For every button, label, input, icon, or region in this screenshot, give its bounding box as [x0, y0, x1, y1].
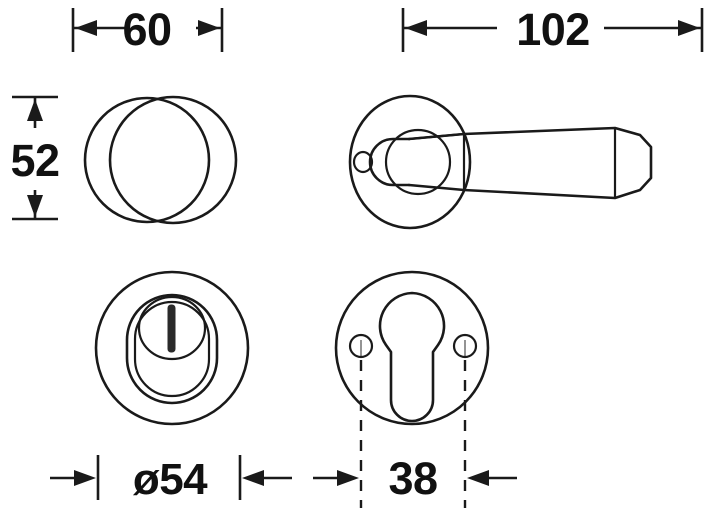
dim-60-label: 60 — [122, 4, 171, 55]
euro-cylinder-escutcheon-face-view — [334, 270, 490, 508]
lever-body-outline — [407, 126, 653, 200]
knob-rear-rose-circle — [108, 95, 238, 225]
knob-front-circle — [83, 96, 211, 224]
knob-side-view — [83, 95, 238, 225]
dim-52-arrow-bottom-icon — [27, 195, 43, 217]
escutcheon-outer-circle — [334, 270, 490, 426]
handle-length-dimension: 102 — [401, 4, 704, 55]
thumbturn-knob-ellipse — [137, 295, 207, 361]
handle-neck-outline — [368, 137, 411, 187]
thumbturn-slot — [167, 304, 176, 353]
euro-cylinder-keyhole — [378, 291, 446, 423]
dim-54-arrow-left-icon — [74, 470, 96, 486]
escutcheon-screw-hole-right — [452, 333, 478, 359]
lever-top-crease — [407, 132, 466, 141]
dim-54-arrow-right-icon — [242, 470, 264, 486]
lever-handle-side-view — [348, 94, 653, 230]
dim-52-arrow-top-icon — [27, 99, 43, 121]
handle-rose-screw-hole — [352, 150, 374, 174]
handle-boss-circle — [384, 128, 452, 196]
dim-60-arrow-right-icon — [198, 20, 220, 36]
dim-102-label: 102 — [516, 4, 590, 55]
handle-rose-ellipse — [348, 94, 472, 230]
thumbturn-rose-face-view — [94, 270, 250, 426]
dim-102-arrow-left-icon — [405, 20, 427, 36]
rose-diameter-dimension: ø54 — [50, 455, 292, 504]
dim-38-arrow-left-icon — [337, 470, 359, 486]
dim-38-label: 38 — [388, 453, 437, 504]
dim-60-arrow-left-icon — [75, 20, 97, 36]
knob-height-dimension: 52 — [10, 95, 60, 221]
dim-54-label: ø54 — [133, 455, 208, 504]
thumbturn-stadium-inner — [133, 300, 211, 398]
dim-52-label: 52 — [10, 135, 59, 186]
screw-centres-dimension: 38 — [313, 453, 517, 504]
knob-projection-dimension: 60 — [71, 4, 224, 55]
dim-38-arrow-right-icon — [467, 470, 489, 486]
thumbturn-stadium-outer — [125, 293, 219, 405]
thumbturn-rose-outer-circle — [94, 270, 250, 426]
escutcheon-screw-hole-left — [348, 333, 374, 359]
dim-102-arrow-right-icon — [678, 20, 700, 36]
